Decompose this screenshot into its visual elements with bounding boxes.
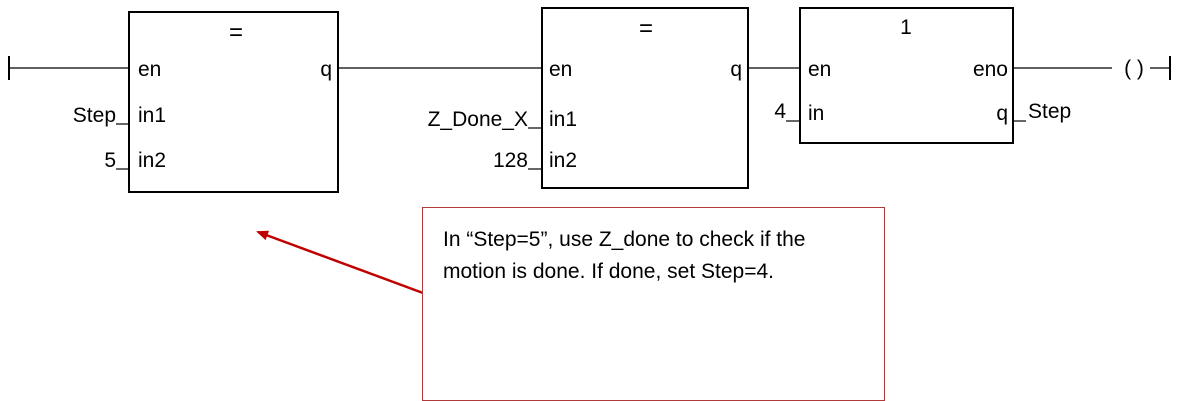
block-2-in1-variable: Z_Done_X (428, 108, 528, 131)
block-1-title: = (229, 19, 243, 46)
block-1-box (128, 11, 339, 193)
block-1-in2-variable: 5 (104, 149, 116, 172)
block-3-pin-en: en (808, 58, 831, 81)
compare-block-2[interactable]: = en in1 in2 q (541, 7, 749, 189)
block-2-pin-in1: in1 (549, 108, 577, 131)
block-2-box (541, 7, 749, 189)
block-1-pin-q: q (320, 58, 332, 81)
callout-text: In “Step=5”, use Z_done to check if the … (443, 228, 806, 283)
compare-block-1[interactable]: = en in1 in2 q (128, 11, 339, 193)
block-3-title: 1 (900, 16, 912, 39)
block-2-in2-variable: 128 (493, 149, 528, 172)
coil[interactable]: ( ) (1124, 57, 1144, 80)
callout-box: In “Step=5”, use Z_done to check if the … (422, 207, 885, 401)
block-3-pin-in: in (808, 102, 824, 125)
block-1-in1-variable: Step (73, 104, 116, 127)
block-1-pin-in1: in1 (138, 104, 166, 127)
block-1-pin-en: en (138, 58, 161, 81)
block-2-pin-in2: in2 (549, 149, 577, 172)
block-3-pin-q: q (996, 102, 1008, 125)
block-3-q-variable: Step (1028, 100, 1071, 123)
move-block-3[interactable]: 1 en in eno q (799, 7, 1014, 144)
block-3-in-variable: 4 (774, 100, 786, 123)
block-3-box (799, 7, 1014, 144)
callout-arrow (256, 230, 424, 295)
block-3-pin-eno: eno (973, 58, 1008, 81)
block-2-pin-en: en (549, 58, 572, 81)
block-2-pin-q: q (730, 58, 742, 81)
block-1-pin-in2: in2 (138, 149, 166, 172)
block-2-title: = (639, 15, 653, 42)
